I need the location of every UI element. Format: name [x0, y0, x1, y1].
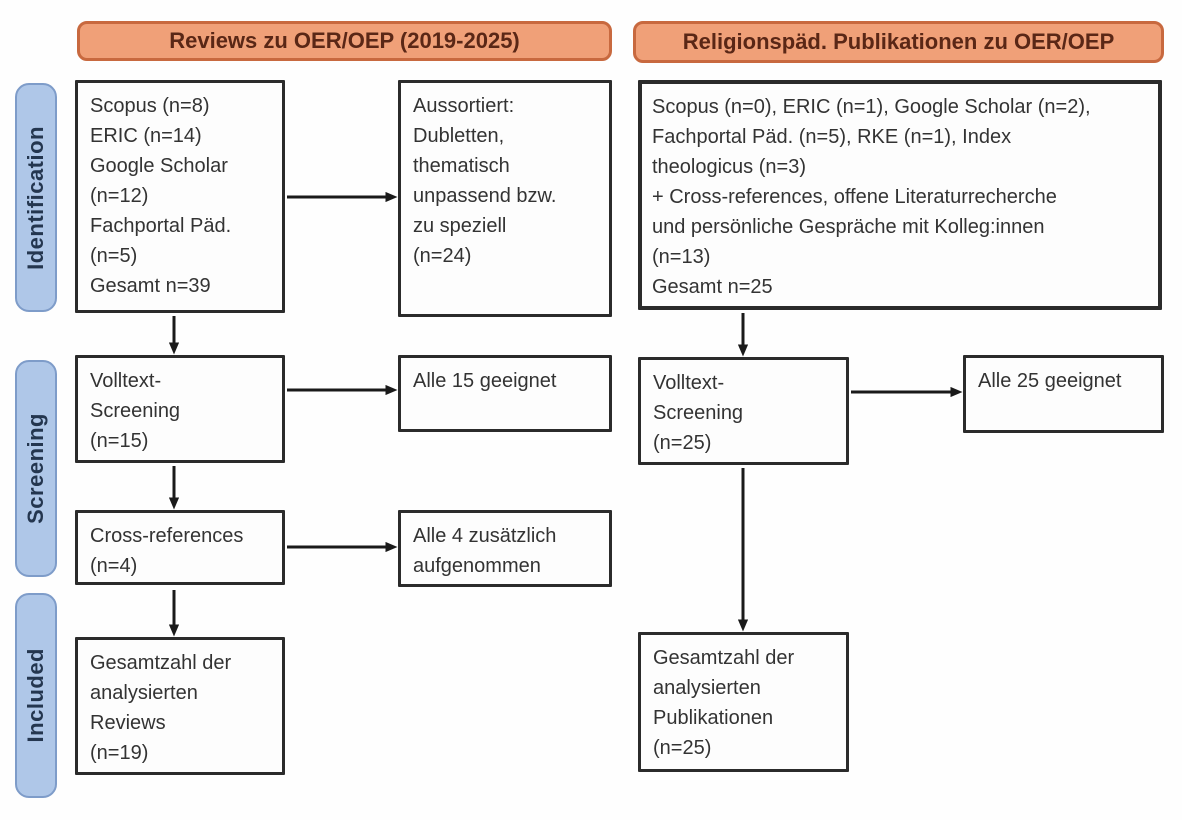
column-header-religionspaed: Religionspäd. Publikationen zu OER/OEP: [633, 21, 1164, 63]
stage-label-screening: Screening: [15, 360, 57, 577]
stage-label-identification-text: Identification: [23, 125, 48, 270]
flow-box-reviews-excluded: Aussortiert: Dubletten, thematisch unpas…: [398, 80, 612, 317]
stage-label-included-text: Included: [23, 648, 48, 743]
stage-label-identification: Identification: [15, 83, 57, 312]
flow-box-reviews-fulltext-result: Alle 15 geeignet: [398, 355, 612, 432]
flow-box-religionspaed-sources: Scopus (n=0), ERIC (n=1), Google Scholar…: [638, 80, 1162, 310]
stage-label-screening-text: Screening: [23, 413, 48, 524]
flow-box-reviews-sources: Scopus (n=8) ERIC (n=14) Google Scholar …: [75, 80, 285, 313]
flow-box-reviews-included-total: Gesamtzahl der analysierten Reviews (n=1…: [75, 637, 285, 775]
flow-box-reviews-crossref-result: Alle 4 zusätzlich aufgenommen: [398, 510, 612, 587]
flow-box-reviews-crossreferences: Cross-references (n=4): [75, 510, 285, 585]
stage-label-included: Included: [15, 593, 57, 798]
column-header-reviews: Reviews zu OER/OEP (2019-2025): [77, 21, 612, 61]
flow-box-religionspaed-fulltext-result: Alle 25 geeignet: [963, 355, 1164, 433]
flow-box-religionspaed-included-total: Gesamtzahl der analysierten Publikatione…: [638, 632, 849, 772]
flow-box-religionspaed-fulltext-screening: Volltext- Screening (n=25): [638, 357, 849, 465]
flow-box-reviews-fulltext-screening: Volltext- Screening (n=15): [75, 355, 285, 463]
